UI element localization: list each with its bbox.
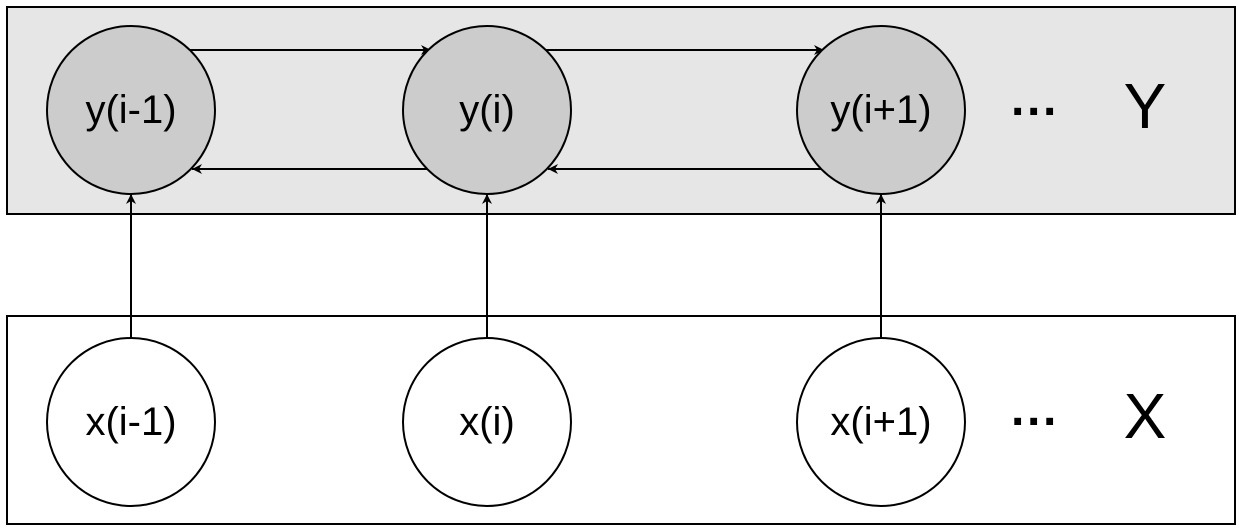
hidden-node-label: y(i+1) xyxy=(830,88,931,132)
observed-node-next: x(i+1) xyxy=(796,337,966,507)
hidden-node-prev: y(i-1) xyxy=(46,25,216,195)
observed-node-label: x(i+1) xyxy=(830,400,931,444)
hidden-node-curr: y(i) xyxy=(402,25,572,195)
observed-node-prev: x(i-1) xyxy=(46,337,216,507)
observed-node-label: x(i) xyxy=(459,400,515,444)
observed-row-label: X xyxy=(1124,380,1167,452)
hidden-row-label: Y xyxy=(1124,70,1167,142)
hidden-node-label: y(i-1) xyxy=(85,88,176,132)
hidden-node-next: y(i+1) xyxy=(796,25,966,195)
observed-node-curr: x(i) xyxy=(402,337,572,507)
hidden-row-ellipsis: ··· xyxy=(1011,86,1059,139)
observed-row-ellipsis: ··· xyxy=(1011,396,1059,449)
observed-node-label: x(i-1) xyxy=(85,400,176,444)
hidden-node-label: y(i) xyxy=(459,88,515,132)
